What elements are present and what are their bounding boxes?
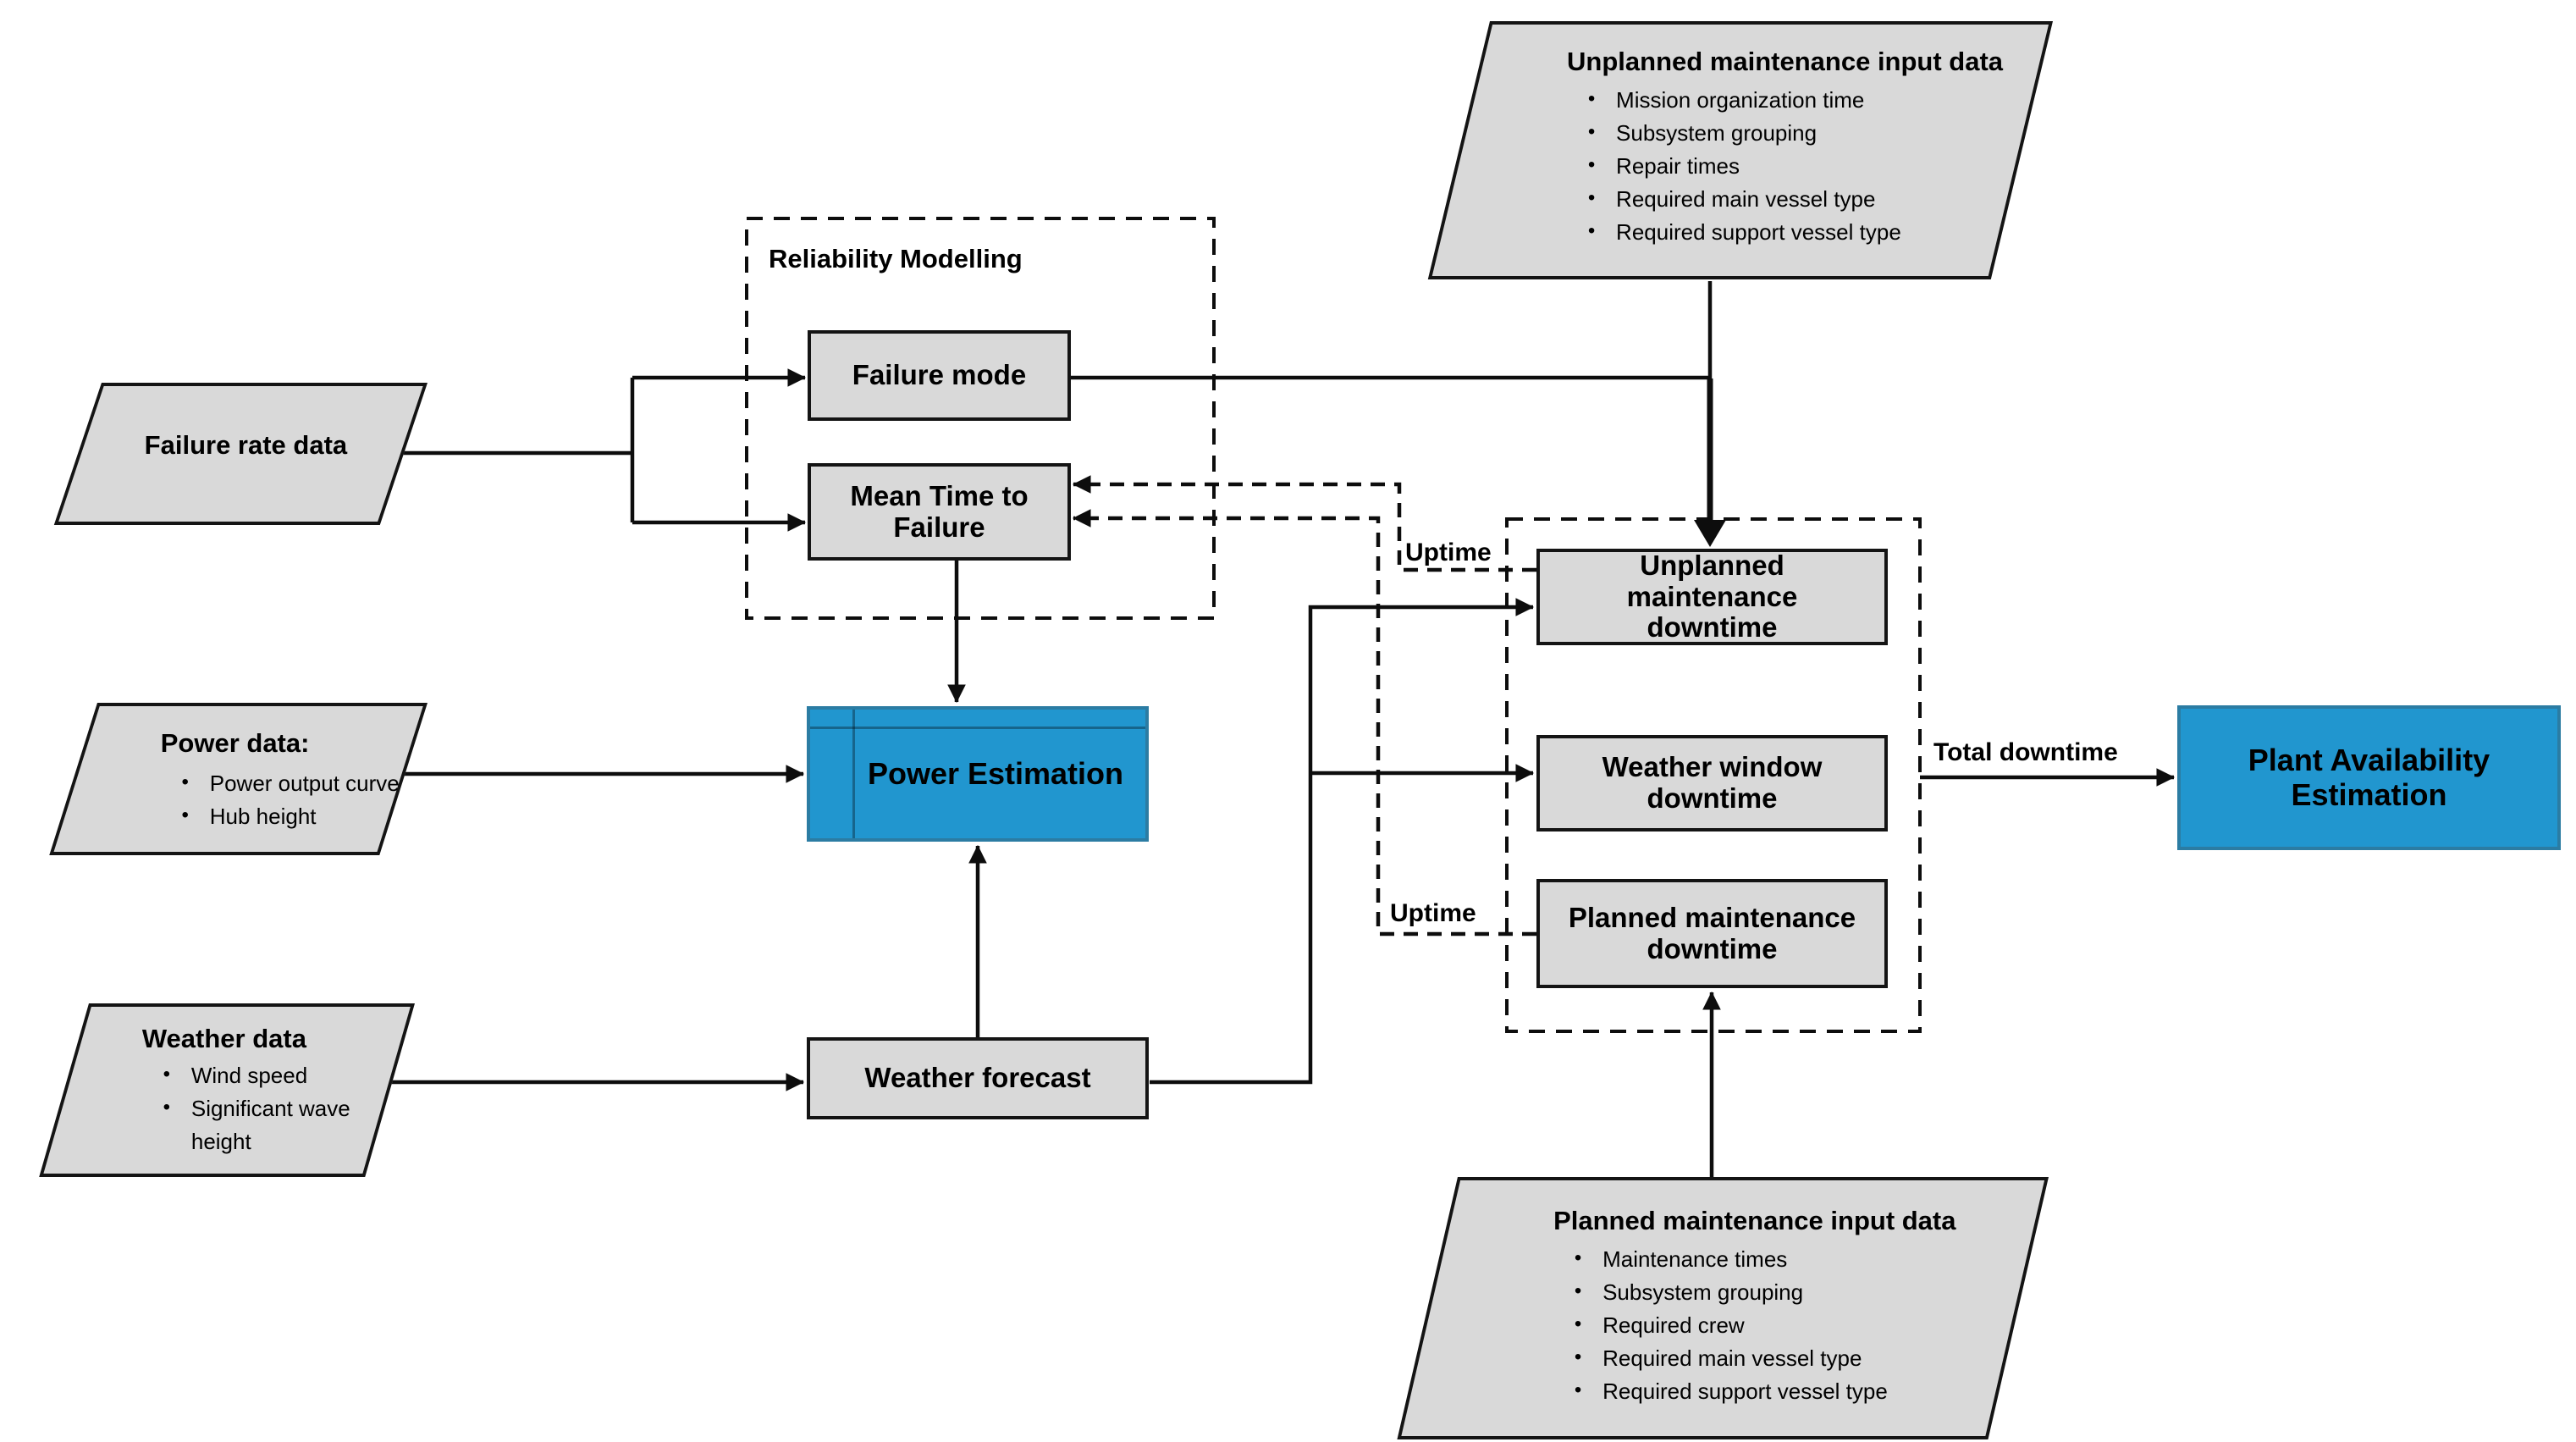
thick-arrowhead bbox=[1694, 520, 1726, 547]
node-weather-data: Weather data • Wind speed • Significant … bbox=[39, 1003, 416, 1177]
bullet-icon: • bbox=[1587, 218, 1596, 242]
node-plant-availability-estimation: Plant Availability Estimation bbox=[2177, 705, 2561, 850]
bullet-icon: • bbox=[1574, 1378, 1582, 1401]
power-estimation-inner-vline bbox=[852, 710, 855, 838]
list-item: • Wind speed bbox=[142, 1059, 411, 1092]
node-mean-time-to-failure: Mean Time to Failure bbox=[808, 463, 1071, 561]
node-unplanned-maintenance-downtime: Unplanned maintenance downtime bbox=[1536, 549, 1888, 645]
failure-rate-data-title: Failure rate data bbox=[144, 430, 348, 460]
unplanned-input-bullets: • Mission organization time • Subsystem … bbox=[1567, 84, 2049, 249]
bullet-icon: • bbox=[181, 803, 189, 826]
bullet-icon: • bbox=[1574, 1279, 1582, 1302]
node-failure-mode: Failure mode bbox=[808, 330, 1071, 421]
uptime-label-top: Uptime bbox=[1405, 539, 1492, 566]
node-unplanned-maintenance-input: Unplanned maintenance input data • Missi… bbox=[1427, 21, 2053, 279]
bullet-icon: • bbox=[1574, 1246, 1582, 1269]
dashed-edges bbox=[1072, 475, 1536, 936]
list-item: • Required main vessel type bbox=[1567, 183, 2049, 216]
bullet-icon: • bbox=[1587, 185, 1596, 209]
solid-edges bbox=[388, 281, 2176, 1177]
bullet-icon: • bbox=[163, 1062, 171, 1086]
planned-input-title: Planned maintenance input data bbox=[1553, 1206, 1956, 1235]
list-item: • Required support vessel type bbox=[1567, 216, 2049, 249]
weather-data-title: Weather data bbox=[141, 1024, 306, 1053]
list-item: • Required crew bbox=[1553, 1309, 2044, 1342]
bullet-icon: • bbox=[1574, 1345, 1582, 1368]
unplanned-input-title: Unplanned maintenance input data bbox=[1567, 47, 2004, 76]
planned-input-bullets: • Maintenance times • Subsystem grouping… bbox=[1553, 1243, 2044, 1408]
bullet-icon: • bbox=[181, 770, 189, 793]
node-planned-maintenance-input: Planned maintenance input data • Mainten… bbox=[1397, 1177, 2049, 1439]
node-failure-rate-data: Failure rate data bbox=[53, 383, 427, 525]
list-item: • Maintenance times bbox=[1553, 1243, 2044, 1276]
power-data-bullets: • Power output curve • Hub height bbox=[161, 767, 423, 833]
node-power-estimation: Power Estimation bbox=[807, 706, 1149, 842]
list-item: • Repair times bbox=[1567, 150, 2049, 183]
list-item: • Mission organization time bbox=[1567, 84, 2049, 117]
reliability-modelling-title: Reliability Modelling bbox=[769, 244, 1023, 273]
uptime-label-bottom: Uptime bbox=[1390, 899, 1476, 927]
total-downtime-label: Total downtime bbox=[1933, 738, 2118, 766]
power-estimation-inner-hline bbox=[810, 727, 1145, 729]
edge-uptime-planned-to-mttf bbox=[1072, 509, 1536, 936]
bullet-icon: • bbox=[1587, 119, 1596, 143]
node-weather-window-downtime: Weather window downtime bbox=[1536, 735, 1888, 831]
list-item: • Subsystem grouping bbox=[1567, 117, 2049, 150]
node-weather-forecast: Weather forecast bbox=[807, 1037, 1149, 1119]
bullet-icon: • bbox=[1587, 86, 1596, 110]
list-item: • Required main vessel type bbox=[1553, 1342, 2044, 1375]
weather-data-bullets: • Wind speed • Significant wave height bbox=[142, 1059, 411, 1158]
bullet-icon: • bbox=[163, 1095, 171, 1119]
edge-forecast-to-unplanned-downtime bbox=[1150, 598, 1535, 1085]
list-item: • Subsystem grouping bbox=[1553, 1276, 2044, 1309]
list-item: • Power output curve bbox=[161, 767, 423, 800]
node-power-data: Power data: • Power output curve • Hub h… bbox=[49, 703, 428, 855]
bullet-icon: • bbox=[1587, 152, 1596, 176]
list-item: • Significant wave height bbox=[142, 1092, 411, 1158]
power-data-title: Power data: bbox=[160, 728, 310, 758]
list-item: • Required support vessel type bbox=[1553, 1375, 2044, 1408]
node-planned-maintenance-downtime: Planned maintenance downtime bbox=[1536, 879, 1888, 988]
bullet-icon: • bbox=[1574, 1312, 1582, 1335]
list-item: • Hub height bbox=[161, 800, 423, 833]
edge-uptime-unplanned-to-mttf bbox=[1072, 475, 1536, 572]
